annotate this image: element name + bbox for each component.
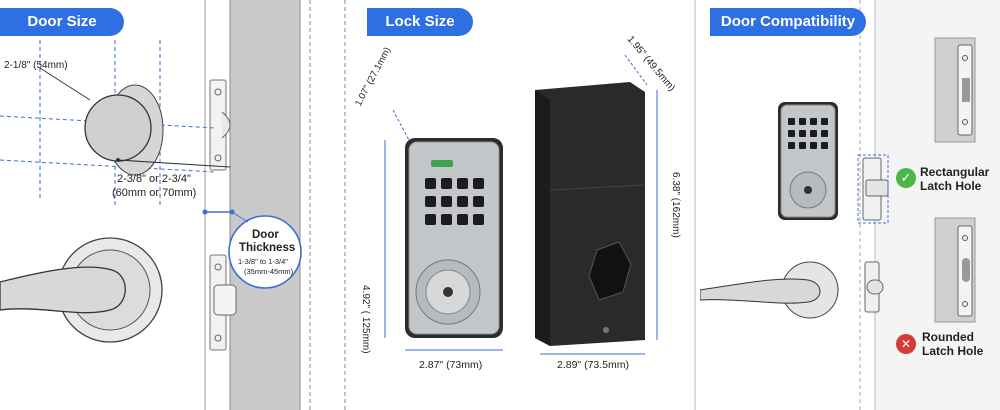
good-label-1: Rectangular [920,165,990,179]
backset-line1: 2-3/8" or 2-3/4" [117,173,191,185]
cross-icon: ✕ [896,334,916,354]
door-size-illustration [0,0,346,410]
thickness-title-2: Thickness [239,242,296,254]
compatibility-tag: Door Compatibility [710,8,866,36]
keypad-width-dim: 2.87" (73mm) [419,359,483,371]
bad-label-2: Latch Hole [922,344,984,358]
compatibility-illustration [700,0,1000,410]
good-label-2: Latch Hole [920,179,982,193]
lock-size-illustration [384,0,696,410]
lock-size-tag: Lock Size [367,8,473,36]
lock-size-panel: Lock Size 1.07" (27.1mm) 4.92" ( 125mm) … [345,0,700,410]
thickness-value-2: (35mm-45mm) [244,267,294,276]
thickness-title-1: Door [252,229,279,241]
door-size-panel: Door Size 2-1/8" (54mm) 2-3/8" or 2-3/4"… [0,0,360,410]
keypad-height-dim: 4.92" ( 125mm) [360,285,371,354]
compatibility-panel: Door Compatibility ✓ Rectangular Latch H… [700,0,1000,410]
interior-width-dim: 2.89" (73.5mm) [557,359,630,371]
backset-line2: (60mm or 70mm) [112,187,197,199]
door-size-tag: Door Size [0,8,124,36]
thickness-value-1: 1-3/8" to 1-3/4" [238,257,288,266]
bad-label-1: Rounded [922,330,974,344]
check-icon: ✓ [896,168,916,188]
keypad-keys [425,178,484,225]
diameter-label: 2-1/8" (54mm) [4,60,68,71]
interior-height-dim: 6.38" (162mm) [670,172,681,238]
